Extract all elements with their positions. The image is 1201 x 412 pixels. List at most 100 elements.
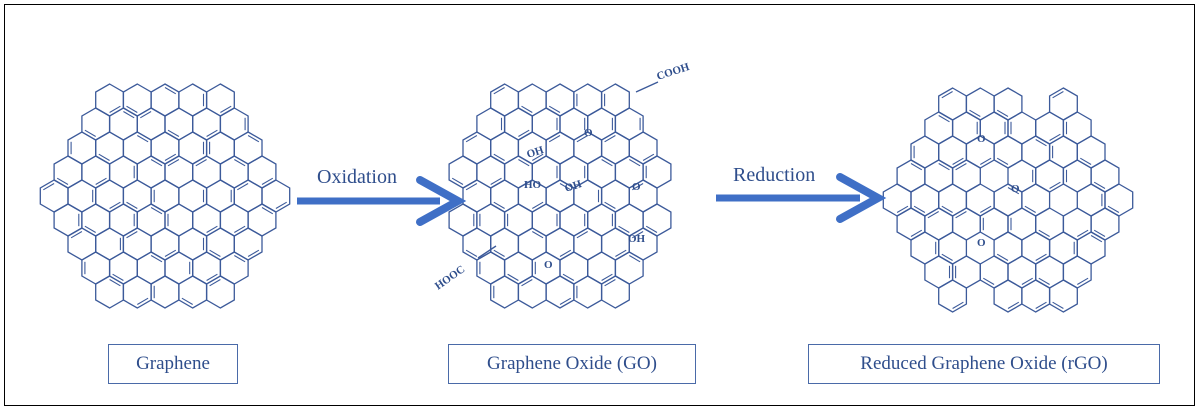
carbon-ring bbox=[164, 251, 194, 285]
carbon-ring bbox=[476, 155, 506, 189]
double-bond bbox=[938, 163, 950, 171]
carbon-ring bbox=[993, 87, 1023, 121]
carbon-ring bbox=[531, 107, 561, 141]
double-bond bbox=[996, 157, 1009, 165]
double-bond bbox=[84, 225, 96, 233]
graphene-oxide-label: Graphene Oxide (GO) bbox=[448, 344, 696, 384]
o-label: O bbox=[977, 237, 986, 249]
carbon-ring bbox=[1048, 87, 1078, 121]
carbon-ring bbox=[178, 83, 208, 117]
carbon-ring bbox=[573, 227, 603, 261]
carbon-ring bbox=[545, 131, 575, 165]
double-bond bbox=[927, 211, 939, 219]
carbon-ring bbox=[136, 107, 166, 141]
carbon-ring bbox=[192, 251, 222, 285]
double-bond bbox=[1049, 181, 1061, 189]
carbon-ring bbox=[587, 251, 617, 285]
carbon-ring bbox=[545, 227, 575, 261]
carbon-ring bbox=[614, 107, 644, 141]
double-bond bbox=[1090, 235, 1103, 243]
carbon-ring bbox=[1062, 255, 1092, 289]
double-bond bbox=[941, 205, 953, 213]
double-bond bbox=[983, 277, 995, 285]
double-bond bbox=[164, 249, 177, 257]
double-bond bbox=[126, 201, 138, 209]
carbon-ring bbox=[924, 111, 954, 145]
double-bond bbox=[615, 249, 627, 257]
double-bond bbox=[941, 91, 953, 99]
double-bond bbox=[521, 279, 533, 287]
carbon-ring bbox=[1062, 207, 1092, 241]
double-bond bbox=[261, 207, 274, 215]
o-label: O bbox=[584, 127, 593, 139]
double-bond bbox=[137, 297, 149, 305]
double-bond bbox=[164, 153, 177, 161]
double-bond bbox=[548, 105, 561, 113]
double-bond bbox=[996, 109, 1009, 117]
double-bond bbox=[70, 231, 83, 239]
carbon-ring bbox=[1076, 183, 1106, 217]
double-bond bbox=[632, 183, 644, 191]
double-bond bbox=[952, 301, 964, 309]
carbon-ring bbox=[979, 207, 1009, 241]
double-bond bbox=[559, 249, 572, 257]
carbon-ring bbox=[938, 183, 968, 217]
carbon-ring bbox=[573, 83, 603, 117]
double-bond bbox=[493, 201, 505, 209]
carbon-ring bbox=[614, 251, 644, 285]
double-bond bbox=[618, 225, 630, 233]
carbon-ring bbox=[462, 131, 492, 165]
carbon-ring bbox=[1090, 207, 1120, 241]
double-bond bbox=[1049, 133, 1061, 141]
double-bond bbox=[109, 279, 121, 287]
carbon-ring bbox=[1021, 183, 1051, 217]
double-bond bbox=[237, 183, 249, 191]
double-bond bbox=[275, 201, 287, 209]
carbon-ring bbox=[642, 155, 672, 189]
carbon-ring bbox=[233, 131, 263, 165]
carbon-ring bbox=[219, 251, 249, 285]
carbon-ring bbox=[559, 251, 589, 285]
double-bond bbox=[126, 105, 138, 113]
carbon-ring bbox=[67, 131, 97, 165]
double-bond bbox=[1021, 277, 1033, 285]
carbon-ring bbox=[517, 227, 547, 261]
carbon-ring bbox=[164, 107, 194, 141]
ho-label: HO bbox=[524, 179, 542, 191]
carbon-ring bbox=[122, 275, 152, 309]
carbon-ring bbox=[1021, 279, 1051, 313]
double-bond bbox=[150, 255, 163, 263]
carbon-ring bbox=[476, 203, 506, 237]
carbon-ring bbox=[993, 279, 1023, 313]
carbon-ring bbox=[628, 131, 658, 165]
carbon-ring bbox=[559, 203, 589, 237]
double-bond bbox=[150, 207, 163, 215]
double-bond bbox=[112, 273, 124, 281]
carbon-ring bbox=[924, 207, 954, 241]
double-bond bbox=[167, 129, 180, 137]
carbon-ring bbox=[178, 179, 208, 213]
double-bond bbox=[123, 111, 135, 119]
carbon-ring bbox=[1048, 279, 1078, 313]
double-bond bbox=[1035, 301, 1047, 309]
carbon-ring bbox=[490, 227, 520, 261]
double-bond bbox=[234, 159, 246, 167]
double-bond bbox=[955, 163, 967, 171]
double-bond bbox=[532, 231, 544, 239]
carbon-ring bbox=[1035, 111, 1065, 145]
double-bond bbox=[56, 177, 69, 185]
double-bond bbox=[518, 129, 530, 137]
double-bond bbox=[969, 109, 981, 117]
carbon-ring bbox=[108, 203, 138, 237]
carbon-ring bbox=[910, 183, 940, 217]
carbon-ring bbox=[545, 275, 575, 309]
carbon-ring bbox=[136, 251, 166, 285]
carbon-ring bbox=[503, 203, 533, 237]
carbon-ring bbox=[150, 179, 180, 213]
double-bond bbox=[164, 87, 177, 95]
carbon-ring bbox=[490, 275, 520, 309]
carbon-ring bbox=[938, 231, 968, 265]
carbon-ring bbox=[67, 227, 97, 261]
double-bond bbox=[206, 129, 218, 137]
double-bond bbox=[126, 231, 138, 239]
